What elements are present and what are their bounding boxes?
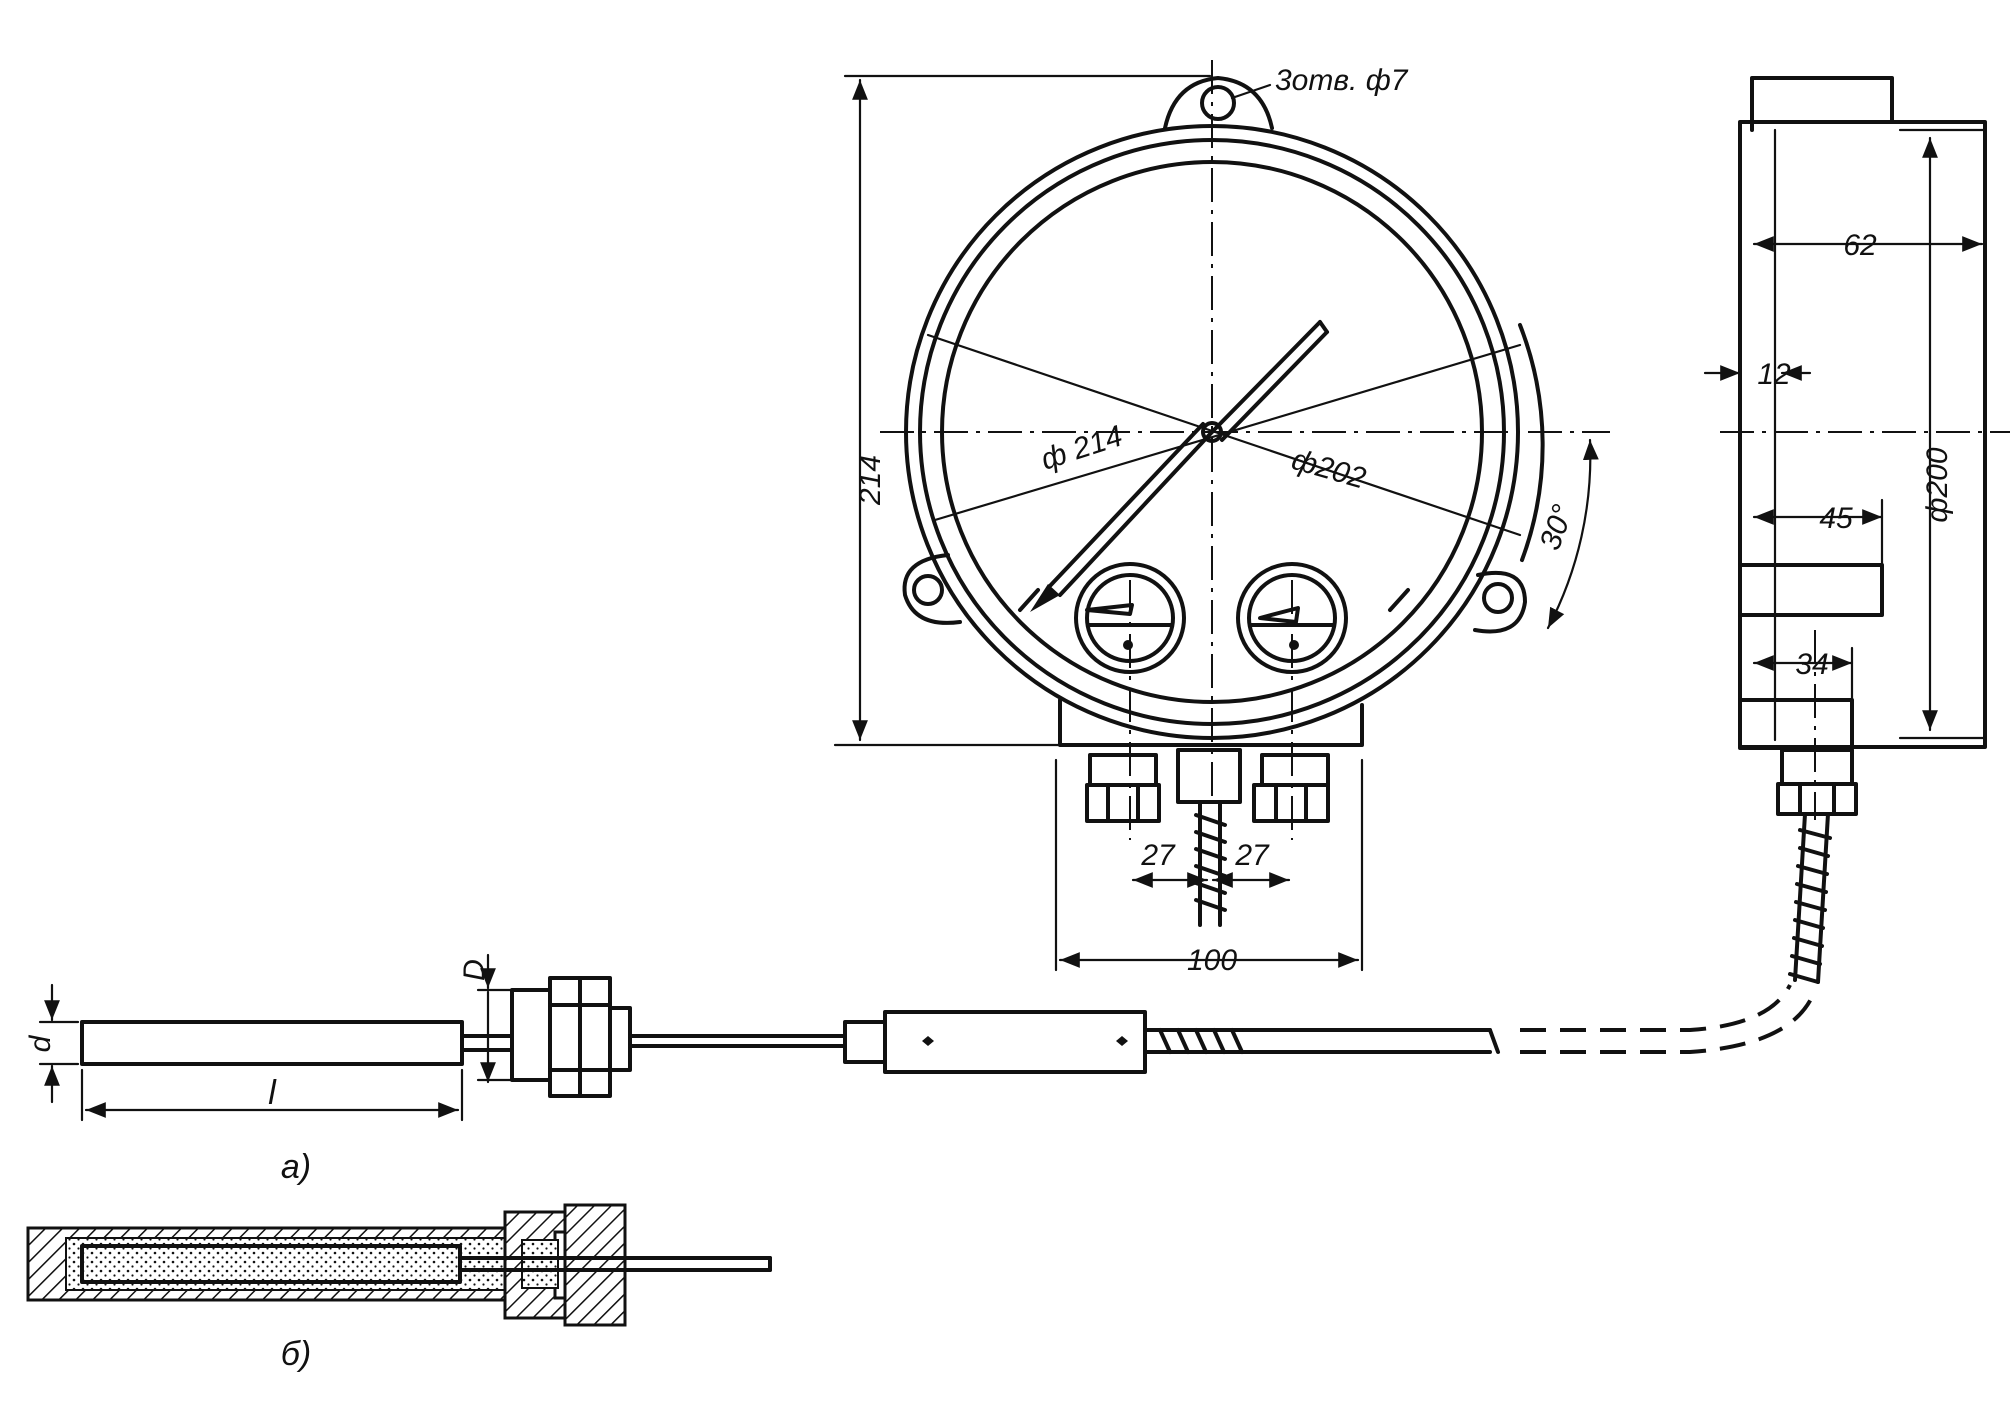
front-view: 3отв. ф7 214 ф 214 ф202 30° 27 27 100 (833, 60, 1610, 977)
side-view: 62 12 45 34 ф200 (1703, 76, 2010, 984)
dia-200-label: ф200 (1921, 447, 1954, 522)
dim-12-label: 12 (1757, 358, 1791, 391)
width-100-label: 100 (1187, 944, 1237, 977)
dim-27-left-label: 27 (1140, 839, 1176, 872)
holes-note-label: 3отв. ф7 (1275, 64, 1409, 97)
thermal-bulb (80, 1020, 464, 1066)
caption-a: а) (281, 1148, 311, 1186)
bulb-d-label: d (24, 1034, 57, 1052)
dial-pointer (1030, 320, 1329, 612)
height-214-label: 214 (854, 455, 887, 506)
bulb-assembly-a: D d l а) (24, 953, 1817, 1186)
front-dimensions (833, 74, 1599, 972)
bottom-fittings (1058, 698, 1364, 927)
side-dimensions (1703, 128, 1987, 740)
dim-34-label: 34 (1795, 648, 1828, 681)
mounting-lugs (902, 76, 1527, 634)
side-case (1738, 120, 1987, 749)
dia-214-label: ф 214 (1037, 419, 1127, 476)
bulb-section-b: б) (26, 1203, 772, 1373)
caption-b: б) (281, 1335, 311, 1373)
depth-62-label: 62 (1843, 229, 1877, 262)
dim-27-right-label: 27 (1234, 839, 1270, 872)
bulb-D-label: D (458, 959, 491, 981)
dia-202-label: ф202 (1288, 443, 1370, 496)
angle-30-label: 30° (1534, 500, 1581, 554)
bulb-l-label: l (268, 1074, 277, 1112)
dim-45-label: 45 (1819, 502, 1853, 535)
